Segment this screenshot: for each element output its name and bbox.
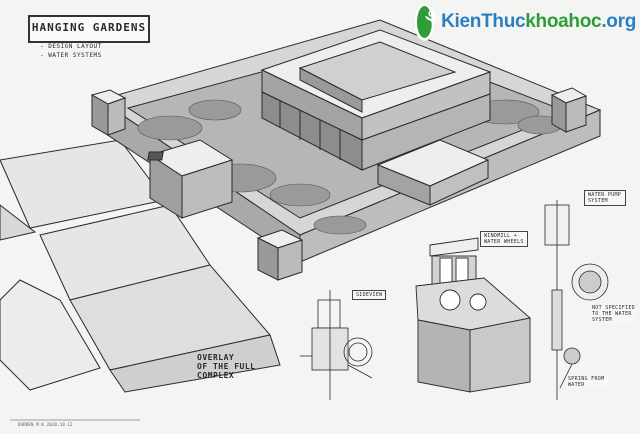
windmill-label: WINDMILL + WATER WHEELS xyxy=(480,231,528,247)
spring-note: SPRING FROM WATER xyxy=(568,376,608,388)
notes-list: - DESIGN LAYOUT - WATER SYSTEMS xyxy=(40,42,102,60)
note-item: - DESIGN LAYOUT xyxy=(40,43,102,50)
overlay-caption: OVERLAY OF THE FULL COMPLEX xyxy=(197,353,256,380)
lightbulb-icon: ⚘ xyxy=(414,3,442,41)
water-pump-diagram xyxy=(544,200,609,400)
front-gatehouse xyxy=(147,139,234,219)
ground-terraces xyxy=(0,139,281,393)
title-box: HANGING GARDENS xyxy=(28,15,150,43)
sideview-diagram xyxy=(300,290,373,400)
right-pavilion xyxy=(376,139,490,206)
artist-signature: DARREN M.K 2020.10.12 xyxy=(18,422,73,427)
site-logo[interactable]: ⚘ KienThuckhoahoc.org xyxy=(414,2,636,42)
water-pump-label: WATER PUMP SYSTEM xyxy=(584,190,626,206)
logo-text: KienThuckhoahoc.org xyxy=(441,11,636,32)
note-item: - WATER SYSTEMS xyxy=(40,52,102,59)
page-title: HANGING GARDENS xyxy=(31,21,147,34)
windmill-building xyxy=(415,237,531,393)
central-ziggurat xyxy=(260,29,492,171)
corner-towers xyxy=(90,87,588,281)
sideview-label: SIDEVIEW xyxy=(352,290,387,300)
pump-note: NOT SPECIFIED TO THE WATER SYSTEM xyxy=(592,305,636,323)
